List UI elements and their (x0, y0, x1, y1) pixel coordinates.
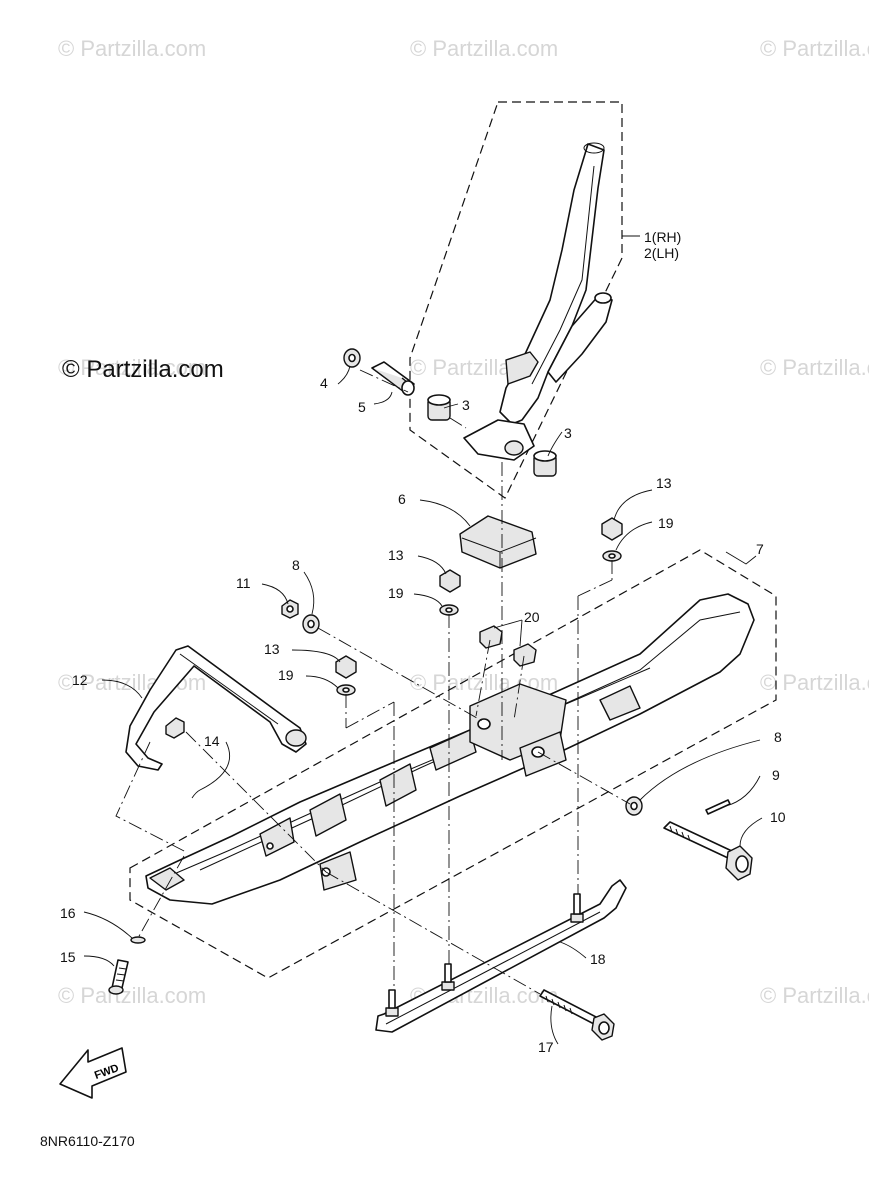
callout-6: 6 (398, 491, 406, 507)
callout-12: 12 (72, 672, 88, 688)
bolt-part-10 (663, 821, 753, 881)
callout-5: 5 (358, 399, 366, 415)
ski-assembly-group-outline (129, 549, 777, 979)
washer-part-16 (130, 936, 146, 944)
nut-part-13-center (439, 569, 461, 593)
pin-part-9 (705, 799, 731, 815)
watermark: © Partzilla.com (58, 983, 206, 1008)
nut-part-14 (165, 717, 185, 739)
fwd-arrow-icon: FWD (59, 1047, 127, 1099)
watermark: © Partzilla.com (410, 36, 558, 61)
callout-7: 7 (756, 541, 764, 557)
washer-part-19-right (602, 550, 622, 562)
callout-8: 8 (292, 557, 300, 573)
watermark: © Partzilla.com (760, 670, 869, 695)
washer-part-8-right (625, 796, 643, 816)
washer-part-19-center (439, 604, 459, 616)
callout-9: 9 (772, 767, 780, 783)
watermark: © Partzilla.com (760, 355, 869, 380)
callout-19: 19 (658, 515, 674, 531)
callout-13: 13 (264, 641, 280, 657)
callout-3: 3 (462, 397, 470, 413)
callout-4: 4 (320, 375, 328, 391)
collar-part-5 (371, 361, 415, 396)
callout-2: 2(LH) (644, 245, 679, 261)
callout-3: 3 (564, 425, 572, 441)
watermark: © Partzilla.com (760, 36, 869, 61)
alignment-lines (115, 369, 631, 995)
nut-part-13-left (335, 655, 357, 679)
screw-part-15 (108, 959, 129, 995)
callout-19: 19 (388, 585, 404, 601)
callout-10: 10 (770, 809, 786, 825)
callout-13: 13 (388, 547, 404, 563)
callout-15: 15 (60, 949, 76, 965)
callout-labels: 1(RH) 2(LH) 3 3 4 5 6 7 8 8 9 10 11 12 1… (60, 229, 786, 1055)
callout-13: 13 (656, 475, 672, 491)
callout-19: 19 (278, 667, 294, 683)
watermark: © Partzilla.com (760, 983, 869, 1008)
ski-column-group-outline (409, 101, 623, 499)
callout-17: 17 (538, 1039, 554, 1055)
callout-11: 11 (236, 575, 251, 591)
callout-14: 14 (204, 733, 220, 749)
callout-18: 18 (590, 951, 606, 967)
damper-part-6 (459, 515, 537, 569)
copyright-label: © Partzilla.com (62, 356, 224, 383)
callout-20: 20 (524, 609, 540, 625)
washer-part-4 (343, 348, 361, 368)
diagram-code: 8NR6110-Z170 (40, 1133, 135, 1149)
callout-1: 1(RH) (644, 229, 681, 245)
runner-part-18 (375, 879, 627, 1033)
callout-8: 8 (774, 729, 782, 745)
bushing-upper (427, 394, 451, 421)
callout-16: 16 (60, 905, 76, 921)
ski-column (463, 142, 613, 461)
bolt-part-17 (539, 989, 615, 1041)
watermark: © Partzilla.com (58, 36, 206, 61)
washer-part-8-left (302, 614, 320, 634)
nut-part-13-right (601, 517, 623, 541)
ski-part-7 (145, 593, 755, 905)
leader-lines (83, 235, 763, 1045)
bushing-part-20 (479, 625, 537, 667)
bushing-lower (533, 450, 557, 477)
watermark: © Partzilla.com (58, 355, 206, 380)
handle-part-12 (125, 645, 307, 771)
nut-part-11 (281, 599, 299, 619)
washer-part-19-left (336, 684, 356, 696)
